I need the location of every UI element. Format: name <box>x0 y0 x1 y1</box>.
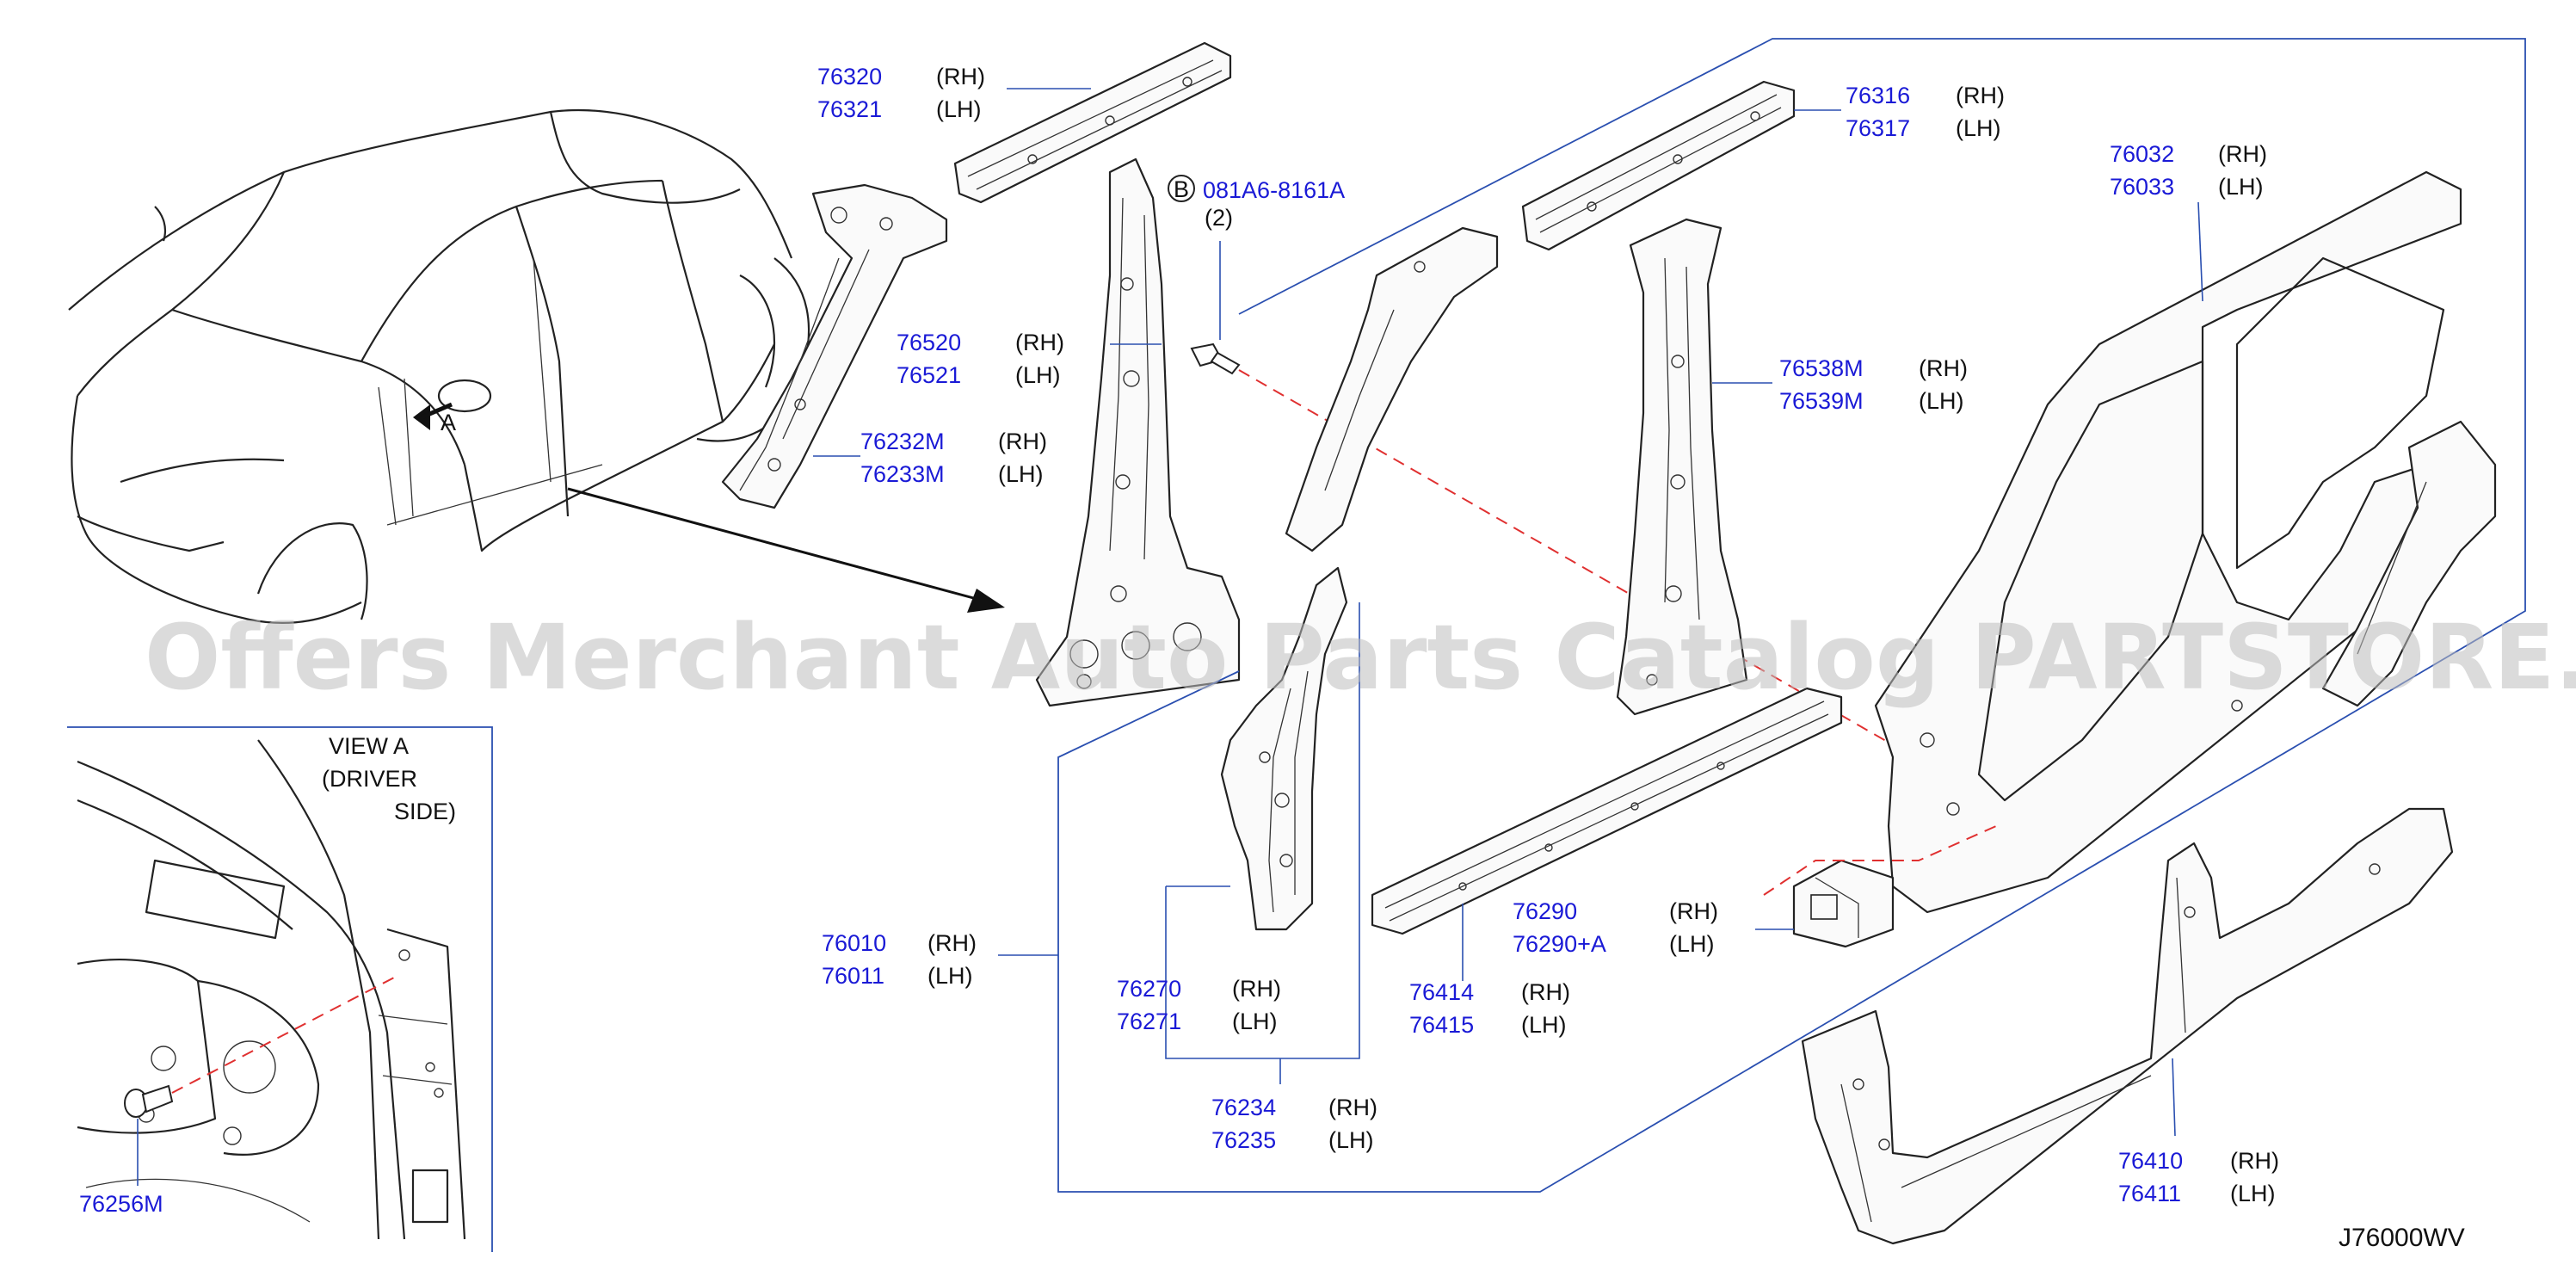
side-rh: (RH) <box>1015 330 1064 355</box>
side-rh: (RH) <box>998 429 1047 454</box>
side-lh: (LH) <box>1669 931 1715 957</box>
part-number-76414: 76414 <box>1409 979 1474 1005</box>
part-number-76316: 76316 <box>1846 83 1910 108</box>
side-lh: (LH) <box>1521 1012 1567 1038</box>
part-number-76011: 76011 <box>822 963 884 989</box>
part-sill-bracket <box>1763 825 1997 948</box>
part-number-76270: 76270 <box>1117 976 1181 1002</box>
diagram-code: J76000WV <box>2339 1224 2465 1252</box>
bolt-icon <box>124 1084 174 1118</box>
watermark-text: Offers Merchant Auto Parts Catalog PARTS… <box>145 605 2576 710</box>
side-rh: (RH) <box>1669 898 1718 924</box>
part-number-76032: 76032 <box>2110 141 2174 167</box>
part-number-76521: 76521 <box>897 362 961 388</box>
side-lh: (LH) <box>1956 115 2001 141</box>
part-body-side-outer <box>1874 170 2480 914</box>
side-rh: (RH) <box>1956 83 2005 108</box>
side-lh: (LH) <box>2230 1181 2276 1206</box>
bolt-part-number: 081A6-8161A <box>1203 177 1345 203</box>
part-number-76538M: 76538M <box>1779 355 1864 381</box>
part-number-76233M: 76233M <box>860 461 945 487</box>
part-rear-wheel-arch <box>2321 420 2497 707</box>
part-roof-rail-rear <box>1521 80 1796 251</box>
side-rh: (RH) <box>1232 976 1281 1002</box>
view-arrow-letter: A <box>441 410 456 435</box>
bolt-quantity: (2) <box>1205 205 1233 231</box>
part-number-76234: 76234 <box>1211 1095 1276 1120</box>
view-a-inset: VIEW A (DRIVER SIDE) 76256M <box>67 726 493 1252</box>
part-number-76271: 76271 <box>1117 1009 1181 1034</box>
part-sill-inner <box>1371 687 1843 935</box>
part-number-76290A: 76290+A <box>1513 931 1606 957</box>
bolt-icon <box>1190 342 1241 375</box>
part-sill-outer <box>1801 807 2454 1245</box>
side-lh: (LH) <box>1232 1009 1278 1034</box>
vehicle-illustration: A <box>68 108 810 625</box>
part-number-76415: 76415 <box>1409 1012 1474 1038</box>
side-rh: (RH) <box>1919 355 1968 381</box>
part-number-76317: 76317 <box>1846 115 1910 141</box>
side-lh: (LH) <box>927 963 973 989</box>
side-lh: (LH) <box>998 461 1044 487</box>
assembly-group-frame <box>1057 38 2526 1193</box>
part-center-pillar-inner <box>1616 218 1748 716</box>
part-front-pillar-lower <box>1220 566 1348 931</box>
side-rh: (RH) <box>1521 979 1570 1005</box>
side-rh: (RH) <box>1328 1095 1377 1120</box>
part-front-pillar-upper <box>1285 226 1499 552</box>
part-number-76256M: 76256M <box>79 1191 163 1217</box>
view-a-title: VIEW A <box>329 733 409 759</box>
bolt-badge: B <box>1174 176 1189 202</box>
part-pillar-reinforcement <box>1035 157 1241 707</box>
view-a-driver: (DRIVER <box>322 766 417 792</box>
side-rh: (RH) <box>927 930 977 956</box>
part-number-76321: 76321 <box>817 96 882 122</box>
part-number-76410: 76410 <box>2118 1148 2183 1174</box>
part-number-76232M: 76232M <box>860 429 945 454</box>
side-lh: (LH) <box>1015 362 1061 388</box>
side-rh: (RH) <box>2218 141 2267 167</box>
part-roof-rail-front <box>953 41 1232 204</box>
side-lh: (LH) <box>1328 1127 1374 1153</box>
side-lh: (LH) <box>936 96 982 122</box>
part-number-76539M: 76539M <box>1779 388 1864 414</box>
part-number-76290: 76290 <box>1513 898 1577 924</box>
view-a-side: SIDE) <box>394 799 456 824</box>
leader-76234 <box>1200 602 1360 1084</box>
part-number-76320: 76320 <box>817 64 882 89</box>
side-lh: (LH) <box>2218 174 2264 200</box>
part-number-76033: 76033 <box>2110 174 2174 200</box>
side-lh: (LH) <box>1919 388 1964 414</box>
side-rh: (RH) <box>936 64 985 89</box>
part-number-76520: 76520 <box>897 330 961 355</box>
part-number-76411: 76411 <box>2118 1181 2181 1206</box>
part-number-76235: 76235 <box>1211 1127 1276 1153</box>
explode-arrow <box>567 487 1005 613</box>
side-rh: (RH) <box>2230 1148 2279 1174</box>
part-number-76010: 76010 <box>822 930 886 956</box>
part-a-pillar-inner <box>721 183 948 509</box>
